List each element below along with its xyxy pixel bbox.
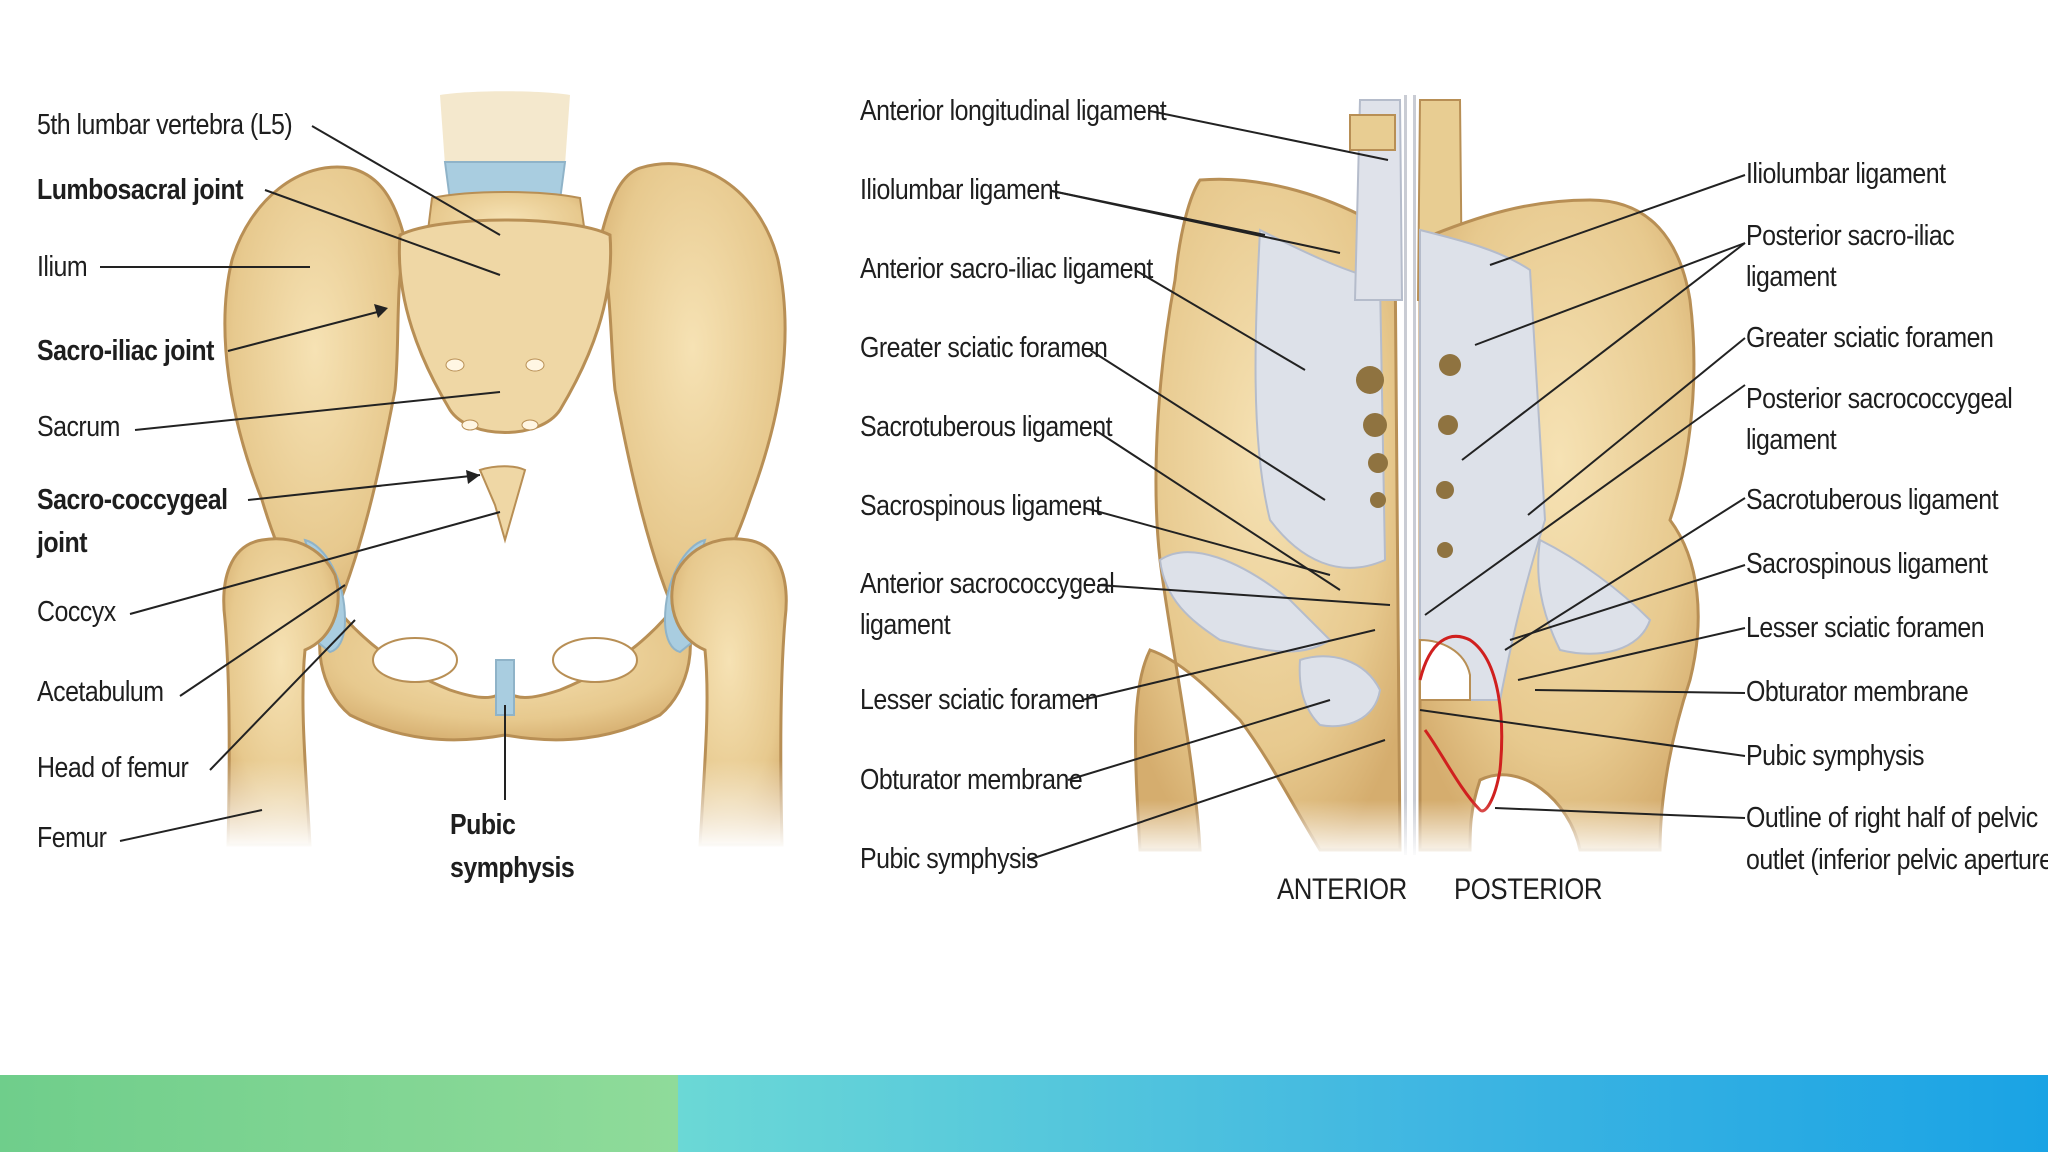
label-coccyx: Coccyx xyxy=(37,596,116,628)
arrow-head-sacroiliac xyxy=(374,304,388,318)
label-sacrococcygeal-joint-1: Sacro-coccygeal xyxy=(37,484,228,516)
right-right-leader-lines xyxy=(1419,174,1746,819)
label-pubic-symphysis-1: Pubic xyxy=(450,809,516,841)
footer-bar-green xyxy=(0,1075,678,1152)
arrow-head-sacrococcygeal xyxy=(466,470,480,484)
label-sacrotuberous-ligament-posterior: Sacrotuberous ligament xyxy=(1746,484,1999,516)
label-anterior-sacroiliac-ligament: Anterior sacro-iliac ligament xyxy=(860,253,1153,285)
label-lesser-sciatic-foramen-anterior: Lesser sciatic foramen xyxy=(860,684,1099,716)
label-anterior-longitudinal-ligament: Anterior longitudinal ligament xyxy=(860,95,1167,127)
label-sacroiliac-joint: Sacro-iliac joint xyxy=(37,335,214,367)
caption-posterior: POSTERIOR xyxy=(1454,873,1603,906)
label-ilium: Ilium xyxy=(37,251,88,283)
label-iliolumbar-ligament-posterior: Iliolumbar ligament xyxy=(1746,158,1946,190)
label-l5: 5th lumbar vertebra (L5) xyxy=(37,109,293,141)
label-lumbosacral-joint: Lumbosacral joint xyxy=(37,174,244,206)
label-lesser-sciatic-foramen-posterior: Lesser sciatic foramen xyxy=(1746,612,1985,644)
label-anterior-sacrococcygeal-ligament-1: Anterior sacrococcygeal xyxy=(860,568,1115,600)
label-sacrotuberous-ligament-anterior: Sacrotuberous ligament xyxy=(860,411,1113,443)
label-obturator-membrane-posterior: Obturator membrane xyxy=(1746,676,1969,708)
label-outline-pelvic-outlet-2: outlet (inferior pelvic aperture) xyxy=(1746,844,2048,876)
label-posterior-sacroiliac-ligament-1: Posterior sacro-iliac xyxy=(1746,220,1955,252)
label-pubic-symphysis-anterior: Pubic symphysis xyxy=(860,843,1039,875)
label-sacrum: Sacrum xyxy=(37,411,120,443)
label-head-of-femur: Head of femur xyxy=(37,752,189,784)
label-posterior-sacrococcygeal-ligament-2: ligament xyxy=(1746,424,1837,456)
caption-anterior: ANTERIOR xyxy=(1277,873,1407,906)
label-iliolumbar-ligament-anterior: Iliolumbar ligament xyxy=(860,174,1060,206)
label-posterior-sacroiliac-ligament-2: ligament xyxy=(1746,261,1837,293)
label-sacrospinous-ligament-anterior: Sacrospinous ligament xyxy=(860,490,1102,522)
right-pelvis-drawing xyxy=(1120,95,1720,860)
label-outline-pelvic-outlet-1: Outline of right half of pelvic xyxy=(1746,802,2038,834)
label-posterior-sacrococcygeal-ligament-1: Posterior sacrococcygeal xyxy=(1746,383,2013,415)
label-femur: Femur xyxy=(37,822,107,854)
label-greater-sciatic-foramen-anterior: Greater sciatic foramen xyxy=(860,332,1108,364)
label-pubic-symphysis-2: symphysis xyxy=(450,852,575,884)
footer-bar-blue xyxy=(678,1075,2048,1152)
label-anterior-sacrococcygeal-ligament-2: ligament xyxy=(860,609,951,641)
label-sacrococcygeal-joint-2: joint xyxy=(37,527,88,559)
left-pelvis-drawing xyxy=(200,91,820,850)
label-obturator-membrane-anterior: Obturator membrane xyxy=(860,764,1083,796)
label-greater-sciatic-foramen-posterior: Greater sciatic foramen xyxy=(1746,322,1994,354)
right-left-leader-lines xyxy=(1027,110,1391,861)
label-sacrospinous-ligament-posterior: Sacrospinous ligament xyxy=(1746,548,1988,580)
label-pubic-symphysis-posterior: Pubic symphysis xyxy=(1746,740,1925,772)
label-acetabulum: Acetabulum xyxy=(37,676,164,708)
left-leader-lines xyxy=(100,125,506,842)
